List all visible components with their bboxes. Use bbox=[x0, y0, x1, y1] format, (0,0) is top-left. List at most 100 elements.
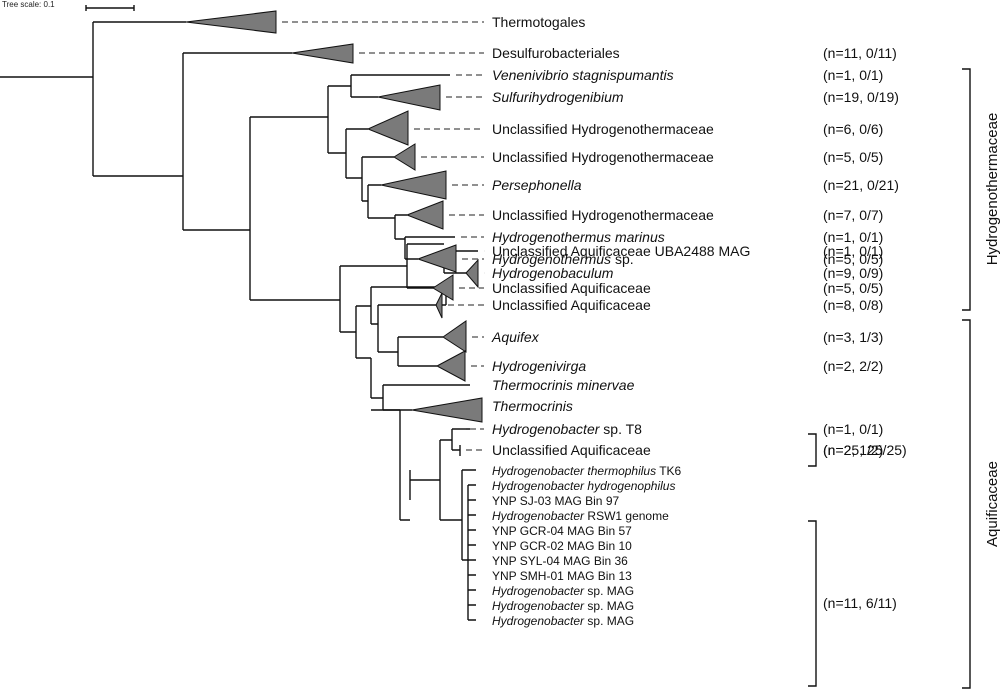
clade-triangle-t01 bbox=[185, 10, 277, 34]
clade-triangle-t08 bbox=[405, 200, 444, 230]
genome-count-t11: (n=5, 0/5) bbox=[823, 280, 883, 296]
taxon-labels: ThermotogalesDesulfurobacterialesVeneniv… bbox=[491, 14, 750, 628]
genome-count-t09: (n=1, 0/1) bbox=[823, 229, 883, 245]
taxon-label-t08: Unclassified Hydrogenothermaceae bbox=[492, 207, 714, 223]
taxon-label-part: Unclassified Aquificaceae bbox=[492, 442, 651, 458]
clade-triangle-t06 bbox=[393, 143, 416, 171]
taxon-label-s5: YNP GCR-04 MAG Bin 57 bbox=[492, 524, 632, 538]
taxon-label-part: Unclassified Aquificaceae bbox=[492, 297, 651, 313]
genome-count-t05: (n=6, 0/6) bbox=[823, 121, 883, 137]
thermocrinis-group-count: (n=25, 25/25) bbox=[823, 442, 907, 458]
taxon-label-part: Unclassified Hydrogenothermaceae bbox=[492, 121, 714, 137]
genome-counts: (n=11, 0/11) (n=1, 0/1) (n=19, 0/19) (n=6, … bbox=[823, 45, 899, 458]
taxon-label-part: Hydrogenobaculum bbox=[492, 265, 614, 281]
clade-triangle-t13 bbox=[465, 258, 479, 289]
genome-count-t14: (n=8, 0/8) bbox=[823, 297, 883, 313]
taxon-label-s4: Hydrogenobacter RSW1 genome bbox=[492, 509, 669, 523]
genome-count-t12: (n=1, 0/1) bbox=[823, 243, 883, 259]
taxon-label-part: TK6 bbox=[656, 464, 681, 478]
taxon-label-part: Venenivibrio stagnispumantis bbox=[492, 67, 674, 83]
taxon-label-t05: Unclassified Hydrogenothermaceae bbox=[492, 121, 714, 137]
taxon-label-part: Unclassified Aquificaceae UBA2488 MAG bbox=[492, 243, 750, 259]
taxon-label-t18: Thermocrinis bbox=[492, 398, 573, 414]
taxon-label-t11: Unclassified Aquificaceae bbox=[492, 280, 651, 296]
taxon-label-part: YNP SMH-01 MAG Bin 13 bbox=[492, 569, 632, 583]
taxon-label-part: Hydrogenobacter bbox=[492, 584, 585, 598]
taxon-label-part: Sulfurihydrogenibium bbox=[492, 89, 624, 105]
genome-count-t08: (n=7, 0/7) bbox=[823, 207, 883, 223]
genome-count-t13: (n=9, 0/9) bbox=[823, 265, 883, 281]
clade-thermocrinis-triangle bbox=[411, 397, 483, 423]
taxon-label-part: sp. MAG bbox=[584, 599, 634, 613]
clade-triangle-t14 bbox=[435, 292, 443, 319]
clade-triangle-t04 bbox=[377, 84, 441, 111]
taxon-label-part: sp. MAG bbox=[584, 584, 634, 598]
taxon-label-part: sp. MAG bbox=[584, 614, 634, 628]
clade-triangle-t05 bbox=[366, 110, 409, 146]
taxon-label-part: Thermocrinis minervae bbox=[492, 377, 635, 393]
taxon-label-t15: Aquifex bbox=[491, 329, 540, 345]
taxon-label-part: Persephonella bbox=[492, 177, 582, 193]
clade-triangle-t11 bbox=[432, 274, 454, 301]
taxon-label-s11: Hydrogenobacter sp. MAG bbox=[492, 614, 634, 628]
taxon-label-part: Hydrogenobacter bbox=[492, 599, 585, 613]
taxon-label-part: Hydrogenobacter hydrogenophilus bbox=[492, 479, 675, 493]
taxon-label-part: Unclassified Aquificaceae bbox=[492, 280, 651, 296]
clade-triangle-t16 bbox=[435, 350, 466, 382]
taxon-label-part: Hydrogenothermus bbox=[492, 251, 611, 267]
genome-count-t20: (n=2, 1/2) bbox=[823, 442, 883, 458]
taxon-label-part: Hydrogenobacter bbox=[492, 509, 585, 523]
taxon-label-s3: YNP SJ-03 MAG Bin 97 bbox=[492, 494, 619, 508]
family-label-hydrogenothermaceae: Hydrogenothermaceae bbox=[984, 113, 1000, 266]
taxon-label-part: Aquifex bbox=[491, 329, 540, 345]
taxon-label-s8: YNP SMH-01 MAG Bin 13 bbox=[492, 569, 632, 583]
taxon-label-part: sp. T8 bbox=[599, 421, 642, 437]
genome-count-t03: (n=1, 0/1) bbox=[823, 67, 883, 83]
genome-count-t07: (n=21, 0/21) bbox=[823, 177, 899, 193]
genome-count-t15: (n=3, 1/3) bbox=[823, 329, 883, 345]
taxon-label-s10: Hydrogenobacter sp. MAG bbox=[492, 599, 634, 613]
taxon-label-t12: Unclassified Aquificaceae UBA2488 MAG bbox=[492, 243, 750, 259]
taxon-label-part: YNP SJ-03 MAG Bin 97 bbox=[492, 494, 619, 508]
clade-triangle-t15 bbox=[442, 320, 467, 353]
taxon-label-part: YNP GCR-04 MAG Bin 57 bbox=[492, 524, 632, 538]
tree-scale-bar bbox=[85, 5, 135, 11]
taxon-label-part: Thermotogales bbox=[492, 14, 585, 30]
taxon-label-part: Hydrogenivirga bbox=[492, 358, 586, 374]
taxon-label-part: YNP GCR-02 MAG Bin 10 bbox=[492, 539, 632, 553]
thermocrinis-bracket bbox=[808, 433, 817, 467]
taxon-label-s7: YNP SYL-04 MAG Bin 36 bbox=[492, 554, 628, 568]
taxon-label-part: Hydrogenothermus marinus bbox=[492, 229, 665, 245]
family-bracket-hydrogenothermaceae bbox=[962, 68, 971, 311]
taxon-label-t14: Unclassified Aquificaceae bbox=[492, 297, 651, 313]
genome-count-t06: (n=5, 0/5) bbox=[823, 149, 883, 165]
taxon-label-s6: YNP GCR-02 MAG Bin 10 bbox=[492, 539, 632, 553]
taxon-label-t04: Sulfurihydrogenibium bbox=[492, 89, 624, 105]
taxon-label-t06: Unclassified Hydrogenothermaceae bbox=[492, 149, 714, 165]
genome-count-t16: (n=2, 2/2) bbox=[823, 358, 883, 374]
taxon-label-part: Hydrogenobacter bbox=[492, 421, 601, 437]
taxon-label-part: Unclassified Hydrogenothermaceae bbox=[492, 207, 714, 223]
taxon-label-s9: Hydrogenobacter sp. MAG bbox=[492, 584, 634, 598]
collapsed-clades bbox=[185, 10, 479, 382]
taxon-label-s1: Hydrogenobacter thermophilus TK6 bbox=[492, 464, 682, 478]
tree-scale-label: Tree scale: 0.1 bbox=[2, 0, 55, 9]
clade-triangle-t07 bbox=[380, 170, 447, 200]
taxon-label-part: Desulfurobacteriales bbox=[492, 45, 620, 61]
taxon-label-t09: Hydrogenothermus marinus bbox=[492, 229, 665, 245]
taxon-label-t03: Venenivibrio stagnispumantis bbox=[492, 67, 674, 83]
taxon-label-t01: Thermotogales bbox=[492, 14, 585, 30]
leader-lines bbox=[282, 21, 484, 451]
genome-count-t04: (n=19, 0/19) bbox=[823, 89, 899, 105]
genome-count-t19: (n=1, 0/1) bbox=[823, 421, 883, 437]
genome-count-t10: (n=5, 0/5) bbox=[823, 251, 883, 267]
clade-triangle-t10 bbox=[416, 244, 457, 273]
family-bracket-aquificaceae bbox=[962, 319, 971, 689]
hydrogenobacter-bracket bbox=[808, 520, 817, 687]
genome-count-t02: (n=11, 0/11) bbox=[823, 45, 897, 61]
taxon-label-t02: Desulfurobacteriales bbox=[492, 45, 620, 61]
taxon-label-part: Hydrogenobacter bbox=[492, 614, 585, 628]
taxon-label-part: YNP SYL-04 MAG Bin 36 bbox=[492, 554, 628, 568]
taxon-label-t19: Hydrogenobacter sp. T8 bbox=[492, 421, 642, 437]
